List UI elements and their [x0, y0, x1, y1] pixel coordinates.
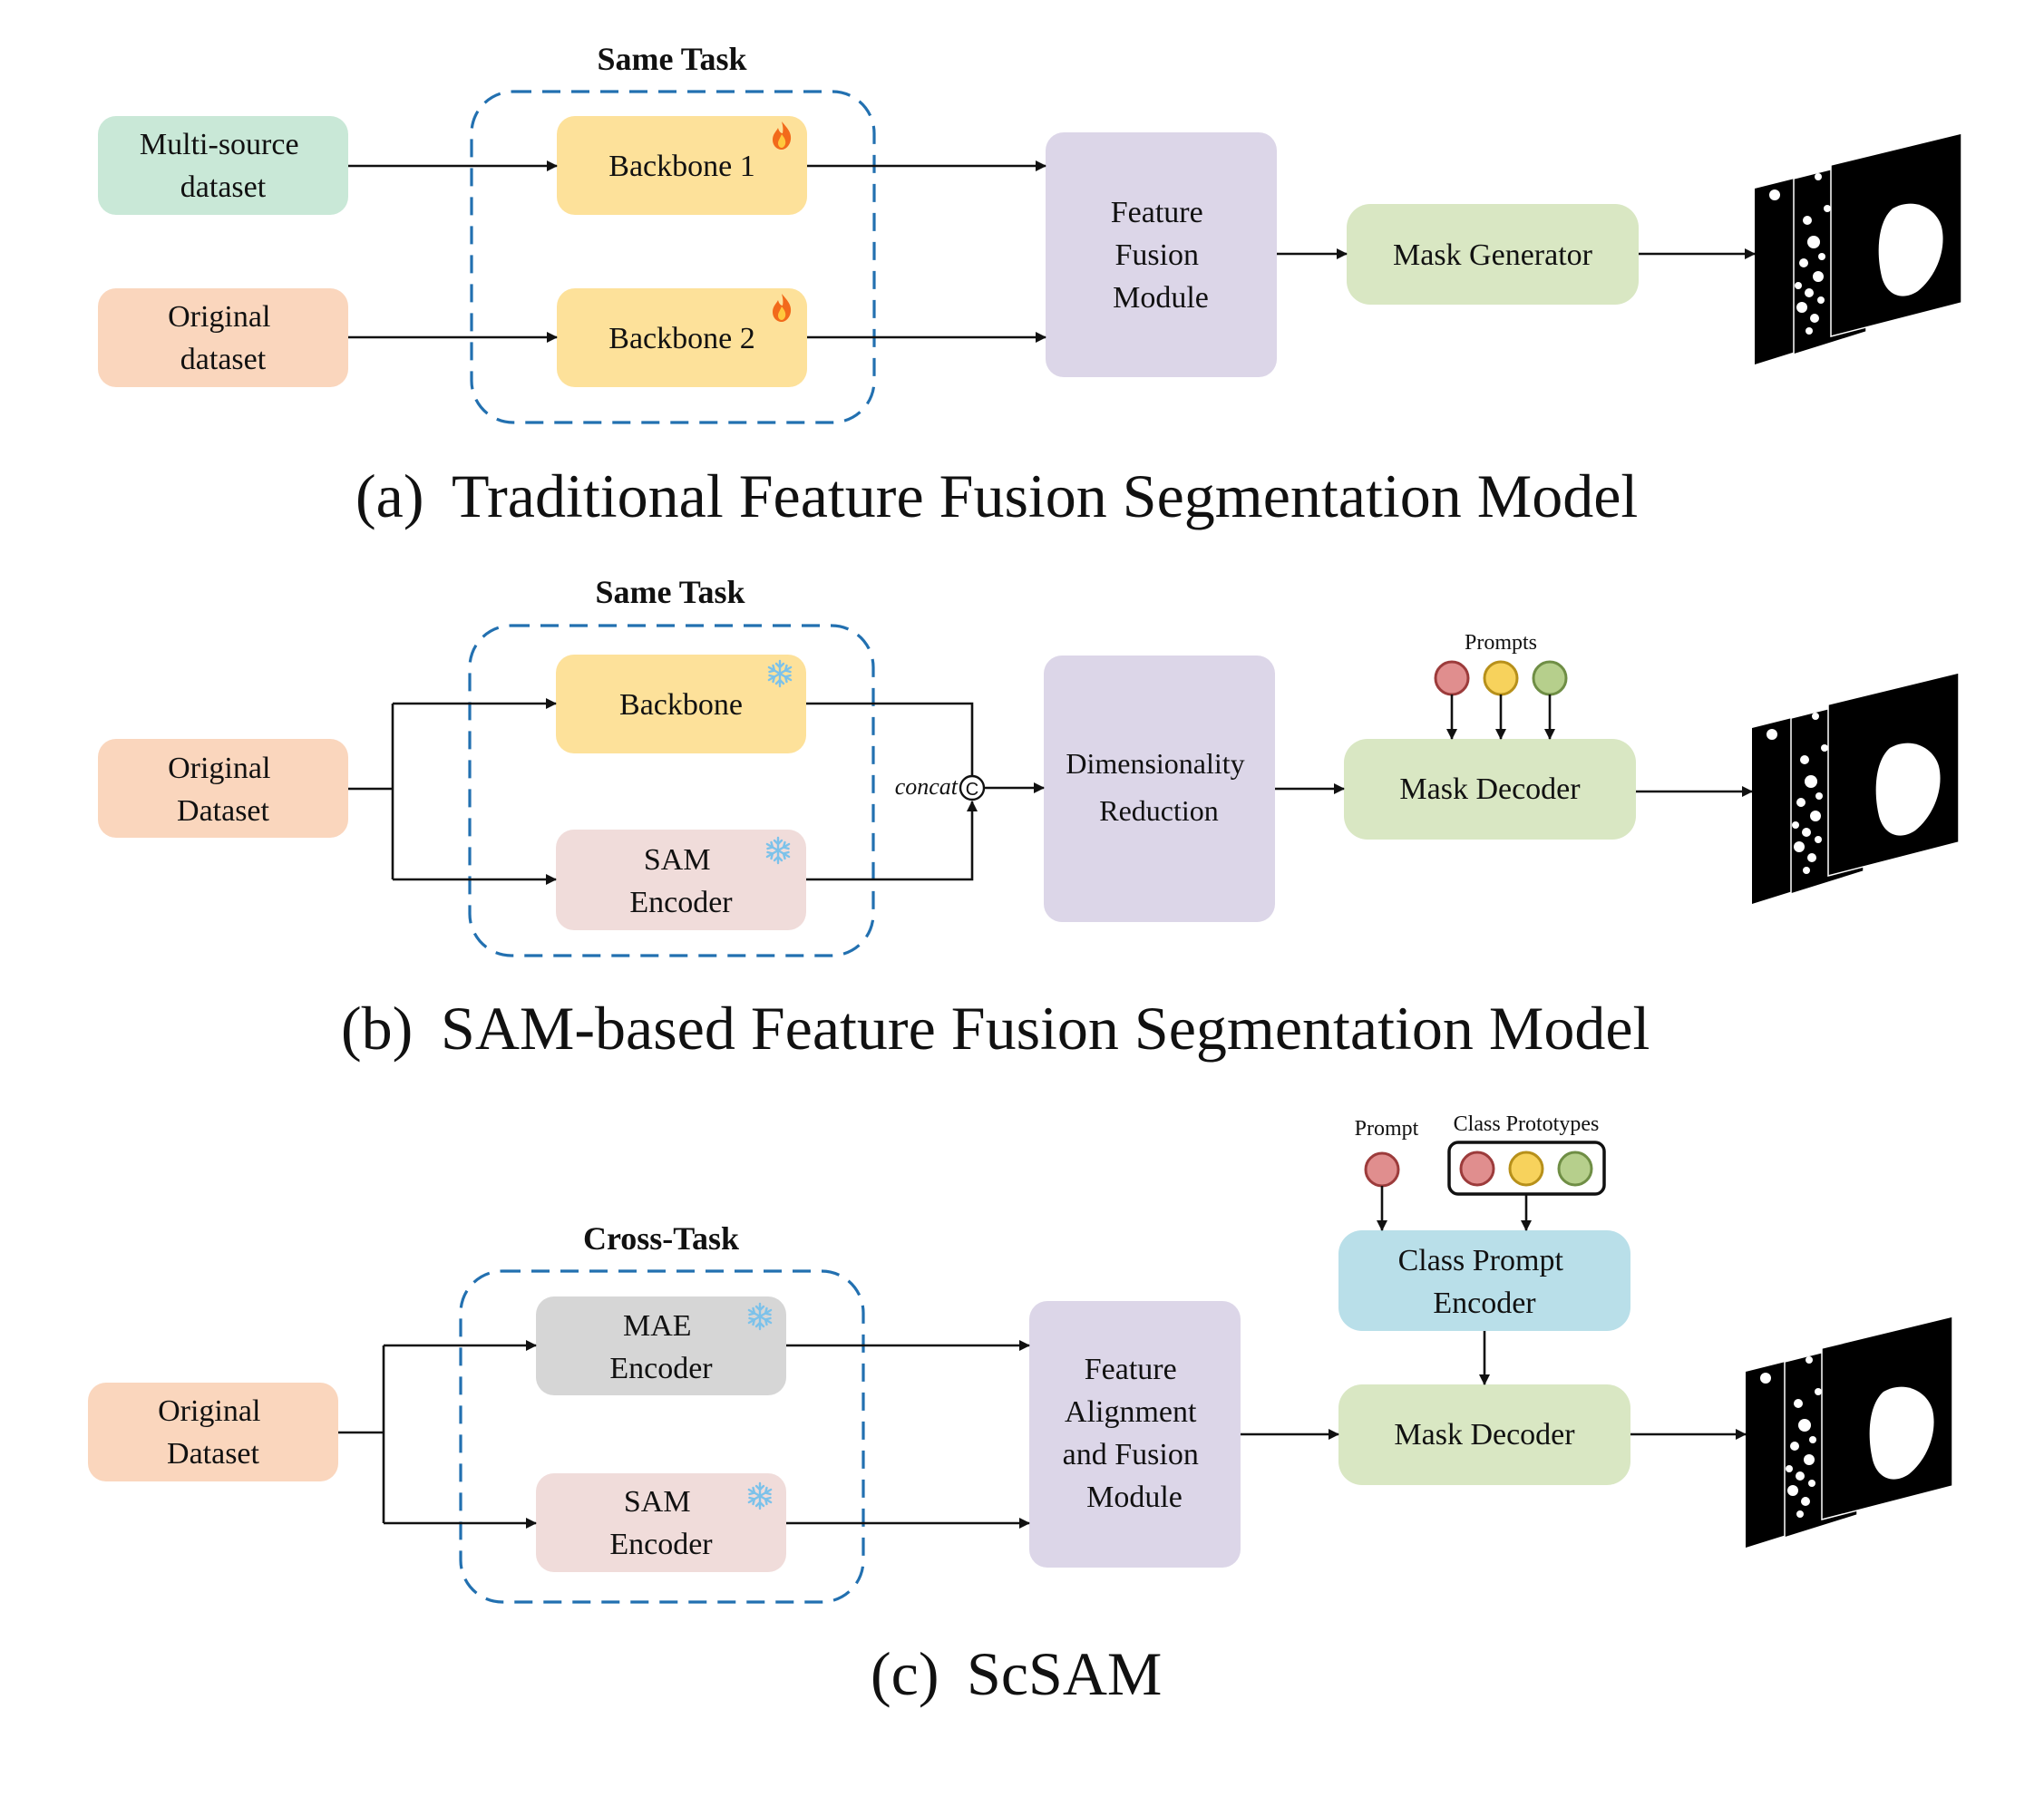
panel-c-original-label: Original Dataset	[158, 1394, 268, 1471]
panel-b-original-label: Original Dataset	[168, 752, 278, 828]
panel-b-mask-decoder-box	[1344, 739, 1636, 840]
panel-a-backbone2-label: Backbone 2	[608, 322, 754, 355]
prompt-token-red	[1434, 660, 1470, 696]
panel-c-sam-encoder-label: SAM Encoder	[609, 1485, 713, 1561]
panel-a-fusion-box	[1046, 132, 1277, 377]
panel-b-backbone-box	[556, 655, 806, 753]
panel-a-mask-generator-box	[1347, 204, 1639, 305]
panel-b-sam-encoder-label: SAM Encoder	[629, 843, 733, 919]
panel-a-multisource-box	[98, 116, 348, 215]
panel-c-class-prompt-encoder-label: Class Prompt Encoder	[1398, 1244, 1572, 1320]
panel-b-original-box	[98, 739, 348, 838]
panel-a-same-task-group	[470, 90, 876, 424]
panel-b-dim-reduction-label: Dimensionality Reduction	[1066, 747, 1251, 827]
panel-a-backbone2-box	[557, 288, 807, 387]
panel-c: Cross-Task Original Dataset MAE Encoder …	[88, 1112, 1953, 1708]
prototype-token-red	[1459, 1151, 1495, 1187]
panel-c-fusion-box	[1029, 1301, 1241, 1568]
panel-c-original-box	[88, 1383, 338, 1481]
concat-symbol: C	[966, 780, 978, 800]
prototype-token-green	[1557, 1151, 1593, 1187]
panel-b-dim-reduction-box	[1044, 656, 1275, 922]
connector-line	[806, 702, 974, 775]
panel-b-mask-decoder-label: Mask Decoder	[1399, 772, 1581, 806]
panel-c-mae-encoder-box	[536, 1296, 786, 1395]
panel-a-mask-generator-label: Mask Generator	[1393, 238, 1593, 272]
panel-a-backbone1-box	[557, 116, 807, 215]
panel-c-mask-decoder-label: Mask Decoder	[1394, 1418, 1575, 1452]
mask-output-image	[1754, 132, 1962, 365]
panel-c-caption: (c) ScSAM	[871, 1639, 1162, 1708]
mask-output-image	[1745, 1316, 1953, 1549]
panel-a-original-label: Original dataset	[168, 300, 278, 376]
panel-a-original-box	[98, 288, 348, 387]
panel-a-multisource-label: Multi-source dataset	[140, 128, 307, 204]
panel-c-class-prompt-encoder-box	[1338, 1230, 1630, 1331]
panel-b-backbone-label: Backbone	[619, 688, 743, 722]
panel-a: Same Task Multi-source dataset Original …	[98, 41, 1962, 530]
panel-a-caption: (a) Traditional Feature Fusion Segmentat…	[355, 461, 1638, 530]
panel-c-group-title: Cross-Task	[583, 1220, 739, 1257]
panel-a-backbone1-label: Backbone 1	[608, 150, 754, 183]
panel-a-group-title: Same Task	[597, 41, 746, 77]
panel-c-cross-task-group	[459, 1269, 865, 1604]
concat-label: concat	[895, 773, 959, 800]
panel-c-prompt-label: Prompt	[1355, 1117, 1419, 1141]
panel-c-class-prototypes-label: Class Prototypes	[1454, 1112, 1600, 1136]
prompt-token-green	[1532, 660, 1568, 696]
panel-a-fusion-label: Feature Fusion Module	[1111, 196, 1211, 315]
panel-b-caption: (b) SAM-based Feature Fusion Segmentatio…	[341, 994, 1650, 1063]
panel-c-fusion-label: Feature Alignment and Fusion Module	[1063, 1353, 1207, 1514]
panel-c-sam-encoder-box	[536, 1473, 786, 1572]
panel-c-mae-encoder-label: MAE Encoder	[609, 1309, 713, 1385]
panel-b-prompts-label: Prompts	[1465, 631, 1537, 655]
prompt-token-red	[1364, 1151, 1400, 1188]
panel-b: Same Task Original Dataset Backbone SAM …	[98, 574, 1960, 1063]
panel-b-same-task-group	[468, 624, 875, 957]
panel-b-sam-encoder-box	[556, 830, 806, 930]
panel-b-group-title: Same Task	[595, 574, 745, 610]
prompt-token-yellow	[1483, 660, 1519, 696]
mask-output-image	[1751, 672, 1960, 905]
prototype-token-yellow	[1508, 1151, 1544, 1187]
arrow	[806, 801, 978, 881]
panel-c-mask-decoder-box	[1338, 1384, 1630, 1485]
